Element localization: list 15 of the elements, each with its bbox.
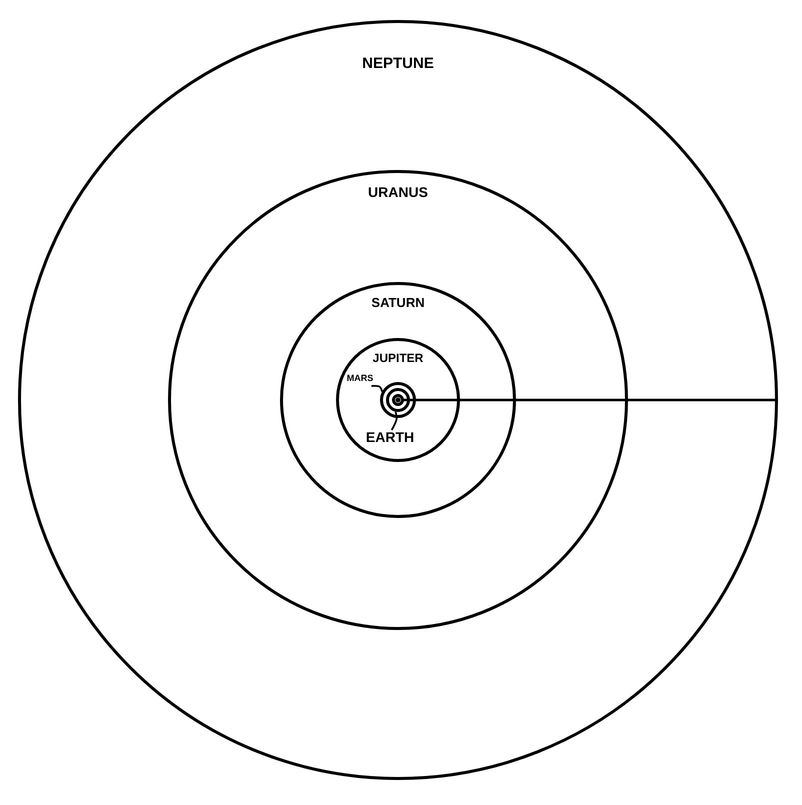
- planet-label: JUPITER: [372, 352, 424, 364]
- planet-label: MARS: [346, 374, 374, 383]
- orbit-circle: [18, 20, 778, 780]
- orbit-circle: [336, 338, 460, 462]
- planet-label: NEPTUNE: [362, 56, 434, 71]
- leader-line: [371, 385, 383, 392]
- planet-label: EARTH: [366, 430, 414, 444]
- planet-label: URANUS: [368, 185, 428, 199]
- orbit-circle: [280, 282, 516, 518]
- orbit-circle: [392, 394, 404, 406]
- orbit-circle: [380, 382, 416, 418]
- planet-label: SATURN: [371, 296, 425, 309]
- orbit-circle: [386, 388, 410, 412]
- orbit-circle: [168, 170, 628, 630]
- leader-line: [390, 412, 398, 430]
